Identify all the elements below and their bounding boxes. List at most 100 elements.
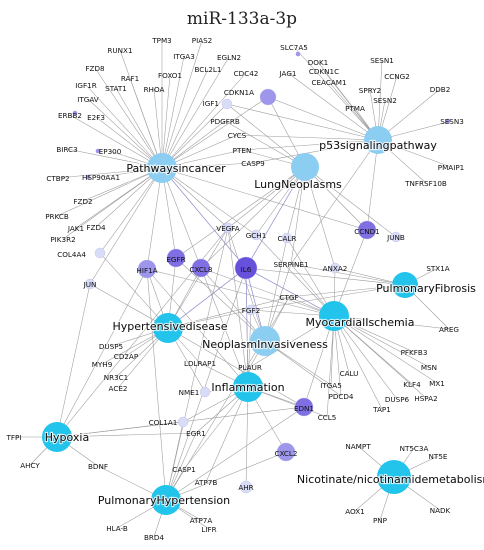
edge-inflammation-vegfa [227, 227, 249, 388]
gene-label-pmaip1: PMAIP1 [438, 163, 464, 172]
edge-pathwaysincancer-prkcb [56, 167, 163, 217]
hub-node-p53[interactable] [364, 126, 392, 154]
gene-label-pdcd4: PDCD4 [329, 392, 354, 401]
edge-pathwaysincancer-igf1 [161, 103, 228, 169]
gene-node-jun[interactable] [84, 278, 96, 290]
edge-pathwaysincancer-birc3 [66, 148, 163, 169]
edge-hypoxia-egr1 [56, 432, 197, 438]
gene-node-cxcl2[interactable] [276, 442, 296, 462]
edge-p53-slc7a5 [293, 46, 379, 141]
gene-label-gch1: GCH1 [246, 231, 267, 240]
gene-node-junb[interactable] [390, 231, 402, 243]
gene-dot-ep300 [95, 148, 101, 154]
gene-dot-erbb2 [72, 110, 78, 116]
gene-label-dusp5: DUSP5 [99, 342, 123, 351]
gene-label-igf1r: IGF1R [75, 81, 96, 90]
hub-node-hypoxia[interactable] [42, 422, 72, 452]
gene-node-cxcl8[interactable] [191, 258, 211, 278]
gene-label-birc3: BIRC3 [56, 145, 77, 154]
gene-label-msn: MSN [421, 363, 437, 372]
gene-node-fgf2[interactable] [245, 304, 257, 316]
gene-label-hla-b: HLA-B [106, 524, 128, 533]
edge-myocardialischemia-ccl5 [326, 315, 335, 418]
hub-label-myocardialischemia: MyocardialIschemia [306, 316, 415, 329]
gene-label-igf1: IGF1 [203, 99, 219, 108]
gene-node-igf1[interactable] [221, 98, 233, 110]
gene-label-areg: AREG [439, 325, 459, 334]
gene-node-nme1[interactable] [199, 386, 211, 398]
hub-node-pulmonaryhypertension[interactable] [151, 485, 181, 515]
edge-pathwaysincancer-egln2 [161, 56, 230, 169]
gene-label-nt5c3a: NT5C3A [400, 444, 429, 453]
edge-lungneoplasms-pdgfrb [224, 120, 306, 168]
gene-label-pdgfrb: PDGFRB [210, 117, 240, 126]
gene-node-calr[interactable] [281, 232, 293, 244]
gene-label-casp9: CASP9 [241, 159, 265, 168]
hub-node-inflammation[interactable] [233, 372, 263, 402]
gene-label-vegfa: VEGFA [216, 224, 240, 233]
gene-node-vegfa[interactable] [222, 222, 234, 234]
gene-node-anxa2[interactable] [329, 262, 341, 274]
edge-pathwaysincancer-bcl2l1 [161, 68, 209, 169]
edge-pathwaysincancer-col4a4 [99, 167, 163, 254]
gene-label-egr1: EGR1 [186, 429, 206, 438]
edge-neoplasminvasiveness-pdcd4 [264, 340, 342, 397]
gene-label-itga3: ITGA3 [173, 52, 195, 61]
hub-label-halo-pulmonaryfibrosis: PulmonaryFibrosis [376, 282, 476, 295]
gene-node-egfr[interactable] [166, 248, 186, 268]
gene-label-tnfrsf10b: TNFRSF10B [404, 179, 447, 188]
edge-myocardialischemia-edn1 [303, 315, 335, 408]
hub-label-halo-lungneoplasms: LungNeoplasms [254, 178, 342, 191]
gene-label-itgav: ITGAV [77, 95, 99, 104]
gene-node-gch1[interactable] [250, 229, 262, 241]
gene-label-egln2: EGLN2 [217, 53, 241, 62]
gene-node-col4a4[interactable] [94, 247, 106, 259]
gene-label-casp1: CASP1 [172, 465, 195, 474]
gene-label-atp7a: ATP7A [190, 516, 213, 525]
hub-label-hypertensivedisease: Hypertensivedisease [113, 320, 228, 333]
gene-node-ahr[interactable] [239, 480, 253, 494]
edge-highlight-inflammation-il6 [245, 267, 249, 388]
gene-label-cd2ap: CD2AP [114, 352, 139, 361]
edge-p53-igf1 [226, 103, 379, 141]
hub-node-hypertensivedisease[interactable] [153, 313, 183, 343]
gene-label-nampt: NAMPT [345, 442, 371, 451]
gene-label-myh9: MYH9 [92, 360, 113, 369]
gene-node-cdkn1a[interactable] [259, 88, 277, 106]
hub-node-pulmonaryfibrosis[interactable] [392, 272, 418, 298]
gene-label-anxa2: ANXA2 [323, 264, 348, 273]
gene-node-ccnd1[interactable] [357, 220, 377, 240]
hub-node-pathwaysincancer[interactable] [147, 153, 177, 183]
hub-label-pathwaysincancer: Pathwaysincancer [126, 162, 226, 175]
edge-lungneoplasms-serpine1 [290, 166, 306, 265]
gene-node-col1a1[interactable] [177, 416, 189, 428]
hub-node-lungneoplasms[interactable] [291, 153, 319, 181]
hub-label-halo-p53: p53signalingpathway [319, 139, 437, 152]
edge-pathwaysincancer-egfr [161, 167, 177, 259]
edge-myocardialischemia-gch1 [255, 234, 335, 317]
edge-myocardialischemia-areg [333, 315, 450, 330]
edge-pathwaysincancer-cxcl8 [161, 167, 202, 269]
edge-pathwaysincancer-ctbp2 [57, 167, 163, 179]
hub-label-lungneoplasms: LungNeoplasms [254, 178, 342, 191]
gene-label-fgf2: FGF2 [242, 306, 260, 315]
gene-node-il6[interactable] [234, 256, 258, 280]
gene-node-hif1a[interactable] [137, 259, 157, 279]
hub-node-neoplasminvasiveness[interactable] [250, 326, 280, 356]
edge-myocardialischemia-hif1a [146, 268, 335, 317]
hub-label-neoplasminvasiveness: NeoplasmInvasiveness [202, 338, 328, 351]
edge-lungneoplasms-junb [304, 166, 397, 238]
hub-node-nicotinate[interactable] [377, 460, 411, 494]
hub-node-myocardialischemia[interactable] [319, 301, 349, 331]
gene-node-edn1[interactable] [294, 397, 314, 417]
edge-pathwaysincancer-igf1r [85, 84, 163, 169]
gene-label-col4a4: COL4A4 [57, 250, 86, 259]
gene-label-pias2: PIAS2 [192, 36, 213, 45]
edge-myocardialischemia-plaur [249, 315, 335, 368]
gene-label-col1a1: COL1A1 [149, 418, 178, 427]
gene-label-nr3c1: NR3C1 [104, 373, 129, 382]
gene-label-cdkn1c: CDKN1C [309, 67, 339, 76]
edge-inflammation-cxcl8 [200, 267, 249, 388]
gene-label-ccng2: CCNG2 [384, 72, 410, 81]
